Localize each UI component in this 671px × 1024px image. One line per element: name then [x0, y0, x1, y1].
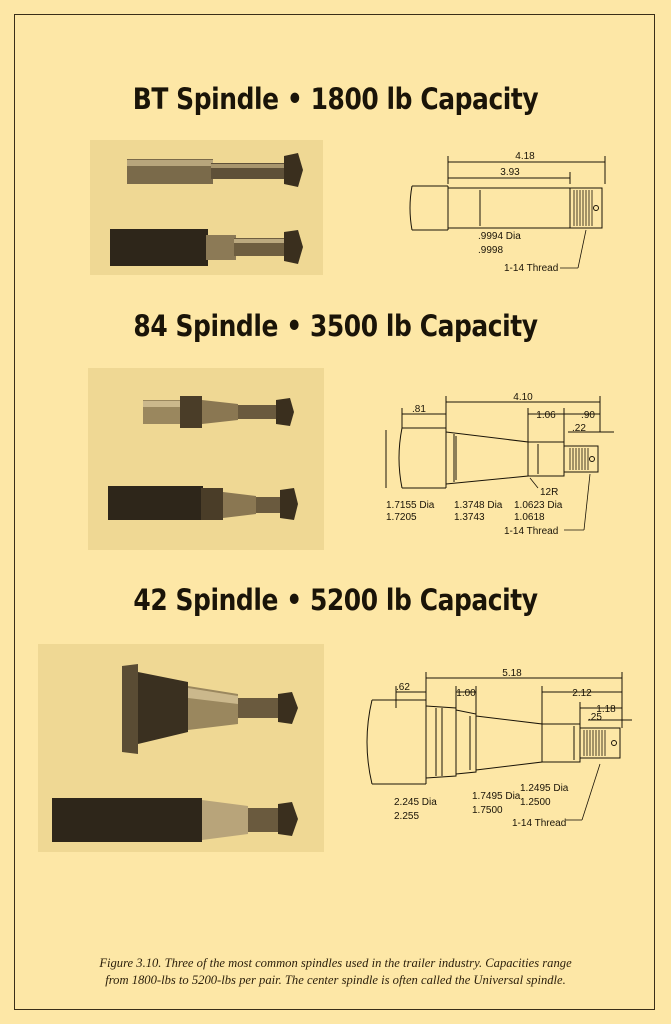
- bt-dia-line2: .9998: [478, 245, 503, 256]
- 84-spindle-photo: [88, 368, 324, 550]
- bt-spindle-heading: BT Spindle • 1800 lb Capacity: [132, 82, 539, 116]
- 84-dia2-line1: 1.3748 Dia: [454, 500, 503, 511]
- 84-end-dim: .90: [581, 410, 595, 421]
- bt-thread: 1-14 Thread: [504, 263, 558, 274]
- 84-dia1-line2: 1.7205: [386, 512, 417, 523]
- figure-caption: Figure 3.10. Three of the most common sp…: [24, 955, 647, 989]
- 42-dia1-line2: 2.255: [394, 811, 419, 822]
- 42-end-dim: 2.12: [572, 688, 592, 699]
- bt-overall-length: 4.18: [515, 151, 535, 162]
- 84-dia1-line1: 1.7155 Dia: [386, 500, 435, 511]
- 42-dia1-line1: 2.245 Dia: [394, 797, 437, 808]
- 84-spindle-heading: 84 Spindle • 3500 lb Capacity: [133, 309, 538, 343]
- bt-dia-line1: .9994 Dia: [478, 231, 521, 242]
- 84-spindle-drawing: .81 4.10 1.06 .90 .22 12R 1.7155 Dia 1.7…: [378, 392, 618, 544]
- bt-spindle-photo: [90, 140, 323, 275]
- bt-inner-length: 3.93: [500, 167, 520, 178]
- 84-radius-dim: 12R: [540, 487, 558, 498]
- caption-line-2: from 1800-lbs to 5200-lbs per pair. The …: [105, 973, 566, 987]
- 42-overall-dim: 5.18: [502, 668, 522, 679]
- 84-overall-dim: 4.10: [513, 392, 533, 403]
- 42-thread: 1-14 Thread: [512, 818, 566, 829]
- 42-collar-dim: .62: [396, 682, 410, 693]
- 42-spindle-photo: [38, 644, 324, 852]
- 42-dia3-line1: 1.2495 Dia: [520, 783, 569, 794]
- 84-tip-dim: .22: [572, 423, 586, 434]
- 42-dia2-line1: 1.7495 Dia: [472, 791, 521, 802]
- 42-spindle-heading: 42 Spindle • 5200 lb Capacity: [133, 583, 538, 617]
- 84-mid-dim: 1.06: [536, 410, 556, 421]
- 42-spindle-drawing: .62 1.00 5.18 2.12 1.18 .25 2.245 Dia 2.…: [352, 668, 634, 836]
- 42-dia2-line2: 1.7500: [472, 805, 503, 816]
- bt-spindle-drawing: 4.18 3.93 .9994 Dia .9998 1-14 Thread: [400, 148, 615, 283]
- 84-dia3-line1: 1.0623 Dia: [514, 500, 563, 511]
- 84-collar-dim: .81: [412, 404, 426, 415]
- page-border: [14, 14, 655, 1010]
- 42-step-dim: 1.00: [456, 688, 476, 699]
- 84-thread: 1-14 Thread: [504, 526, 558, 537]
- 42-tip-dim: .25: [588, 712, 602, 723]
- 42-end2-dim: 1.18: [596, 704, 616, 715]
- caption-line-1: Figure 3.10. Three of the most common sp…: [99, 956, 572, 970]
- 42-dia3-line2: 1.2500: [520, 797, 551, 808]
- 84-dia2-line2: 1.3743: [454, 512, 485, 523]
- 84-dia3-line2: 1.0618: [514, 512, 545, 523]
